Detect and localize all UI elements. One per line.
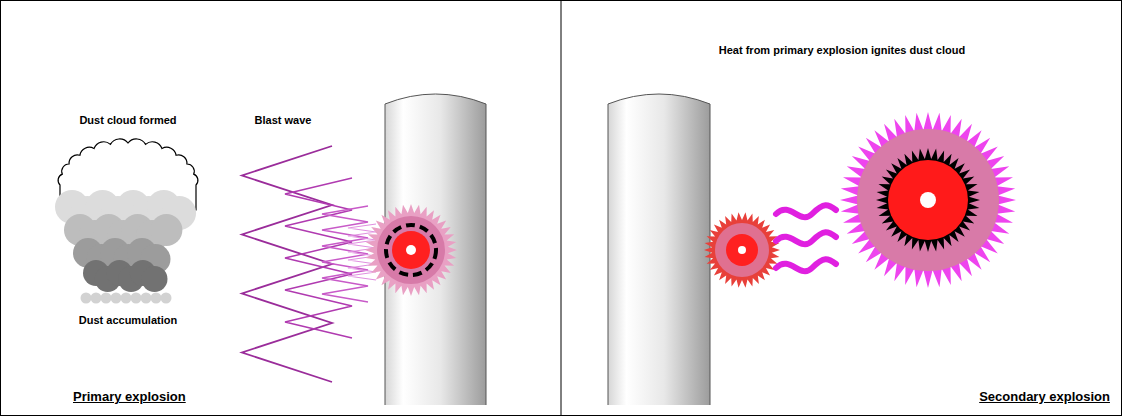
callout-label: Blast wave — [255, 114, 312, 127]
explosion-core — [857, 129, 999, 271]
silo — [385, 94, 486, 405]
explosion-center — [920, 192, 936, 208]
dust-layer — [83, 260, 168, 292]
explosion-center — [738, 246, 746, 254]
dust-particle — [121, 293, 132, 304]
explosion-spikes — [365, 204, 457, 296]
dust-particle — [111, 293, 122, 304]
dust-puff — [150, 214, 182, 246]
callout-label: Dust cloud formed — [79, 114, 176, 127]
dust-particle — [101, 293, 112, 304]
callout-label: Heat from primary explosion ignites dust… — [719, 44, 965, 57]
explosion-fire — [888, 160, 968, 240]
explosion-ring — [876, 148, 980, 252]
dust-particle — [91, 293, 102, 304]
explosion-spikes — [840, 112, 1016, 288]
explosion-ring — [386, 225, 436, 275]
explosion-fire — [726, 234, 758, 266]
explosion-core — [377, 216, 445, 284]
heat-wave — [776, 232, 836, 244]
panel-caption: Primary explosion — [73, 389, 186, 404]
heat-wave — [776, 205, 836, 217]
panel-caption: Secondary explosion — [979, 389, 1110, 404]
silo — [608, 94, 710, 405]
explosion-fire — [392, 231, 430, 269]
dust-particle — [81, 293, 92, 304]
dust-particle — [131, 293, 142, 304]
dust-particle — [141, 293, 152, 304]
dust-particle — [161, 293, 172, 304]
dust-particle — [151, 293, 162, 304]
dust-accumulation — [81, 293, 172, 304]
heat-wave — [776, 259, 836, 271]
blast-wave — [242, 146, 332, 382]
explosion-center — [406, 245, 416, 255]
explosion-spikes — [704, 212, 780, 288]
explosion-core — [715, 223, 769, 277]
dust-puff — [142, 266, 168, 292]
silo-outline — [608, 94, 710, 405]
callout-label: Dust accumulation — [79, 314, 177, 327]
panel-divider — [561, 0, 562, 416]
silo-outline — [385, 94, 486, 405]
